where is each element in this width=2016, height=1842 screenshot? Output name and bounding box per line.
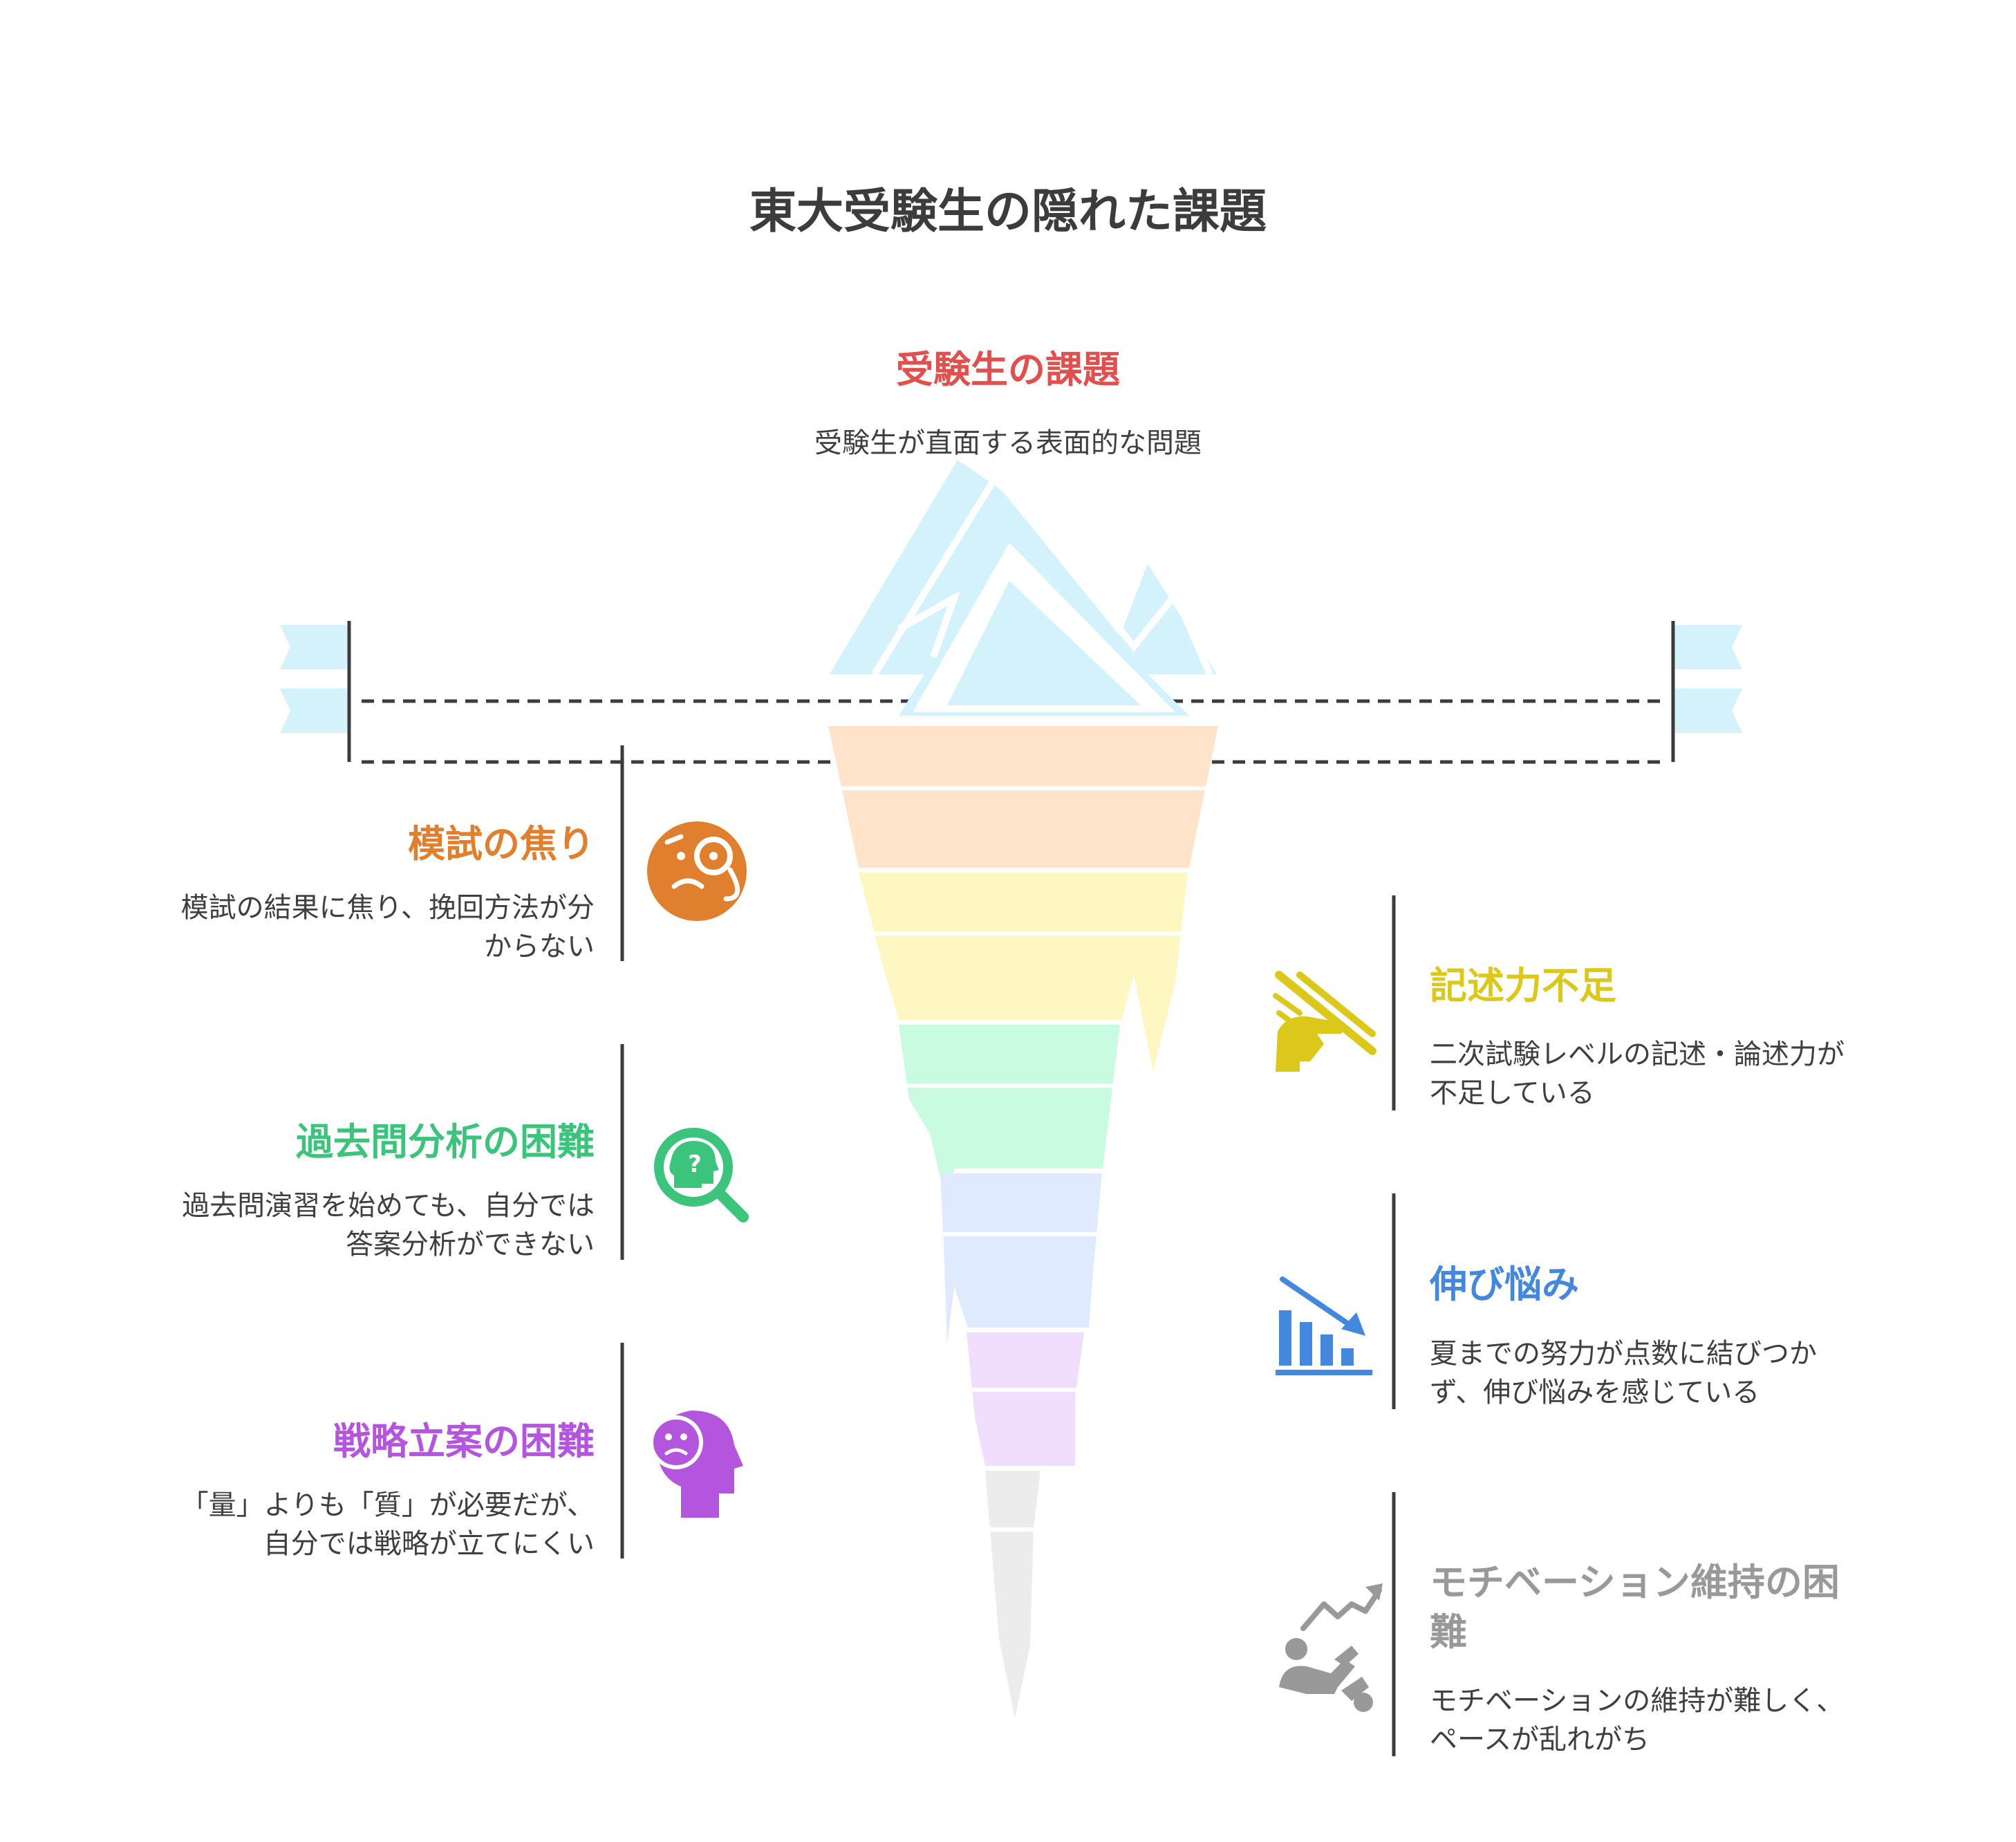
iceberg-layer-4	[940, 1173, 1102, 1345]
writing-skill-title: 記述力不足	[1430, 964, 1616, 1007]
motivation-title: モチベーション維持の困 難	[1430, 1561, 1840, 1654]
strategy-planning-description: 「量」よりも「質」が必要だが、 自分では戦略が立てにくい	[180, 1489, 595, 1560]
writing-skill-description: 二次試験レベルの記述・論述力が 不足している	[1430, 1039, 1845, 1109]
surface-title: 受験生の課題	[896, 348, 1120, 391]
declining-bar-chart-icon	[1276, 1276, 1372, 1375]
sad-head-icon	[649, 1411, 743, 1518]
past-exam-analysis-title: 過去問分析の困難	[296, 1120, 595, 1164]
iceberg-layer-5	[967, 1332, 1084, 1466]
iceberg-tip	[830, 460, 1217, 716]
iceberg-layer-2	[859, 873, 1188, 1072]
mock-exam-anxiety-description: 模試の結果に焦り、挽回方法が分 からない	[180, 892, 595, 962]
svg-text:?: ?	[688, 1151, 702, 1178]
mock-exam-anxiety-title: 模試の焦り	[408, 822, 595, 866]
strategy-planning-title: 戦略立案の困難	[333, 1420, 595, 1463]
plateau-title: 伸び悩み	[1430, 1263, 1579, 1306]
anxious-face-magnifier-icon	[647, 821, 747, 921]
iceberg-layer-6	[985, 1471, 1040, 1718]
page-title: 東大受験生の隠れた課題	[749, 185, 1267, 239]
hand-pen-icon	[1273, 971, 1376, 1072]
iceberg-layer-1	[828, 726, 1218, 868]
iceberg-layer-3	[899, 1025, 1120, 1207]
head-question-magnifier-icon: ?	[654, 1128, 749, 1222]
past-exam-analysis-description: 過去問演習を始めても、自分では 答案分析ができない	[182, 1190, 595, 1260]
water-flag-left	[280, 625, 349, 733]
rising-arrow-figure-icon	[1279, 1583, 1383, 1712]
plateau-description: 夏までの努力が点数に結びつか ず、伸び悩みを感じている	[1430, 1338, 1817, 1408]
motivation-description: モチベーションの維持が難しく、 ペースが乱れがち	[1430, 1685, 1845, 1756]
water-flag-right	[1673, 625, 1742, 733]
surface-description: 受験生が直面する表面的な問題	[814, 427, 1202, 459]
